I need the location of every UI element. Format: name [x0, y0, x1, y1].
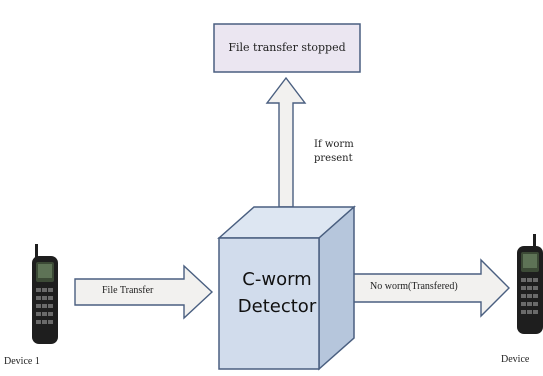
file-transfer-stopped-label: File transfer stopped [228, 41, 346, 54]
c-worm-detector-cube [217, 205, 356, 371]
device-1-phone-icon [32, 244, 58, 344]
detector-label-line2: Detector [237, 296, 317, 317]
file-transfer-arrow [74, 264, 214, 320]
file-transfer-stopped-box [213, 23, 361, 73]
worm-present-arrow [265, 76, 307, 208]
cube-front-face [218, 237, 320, 370]
device-1-label: Device 1 [4, 356, 40, 367]
device-2-phone-icon [517, 234, 543, 334]
present-line: present [314, 153, 353, 164]
file-transfer-label: File Transfer [102, 285, 154, 296]
no-worm-label: No worm(Transfered) [370, 281, 458, 292]
if-worm-present-label: If worm present [314, 138, 364, 166]
detector-label-line1: C-worm [242, 269, 312, 290]
if-worm-line: If worm [314, 139, 354, 150]
no-worm-arrow [352, 258, 510, 318]
device-2-label: Device [501, 354, 530, 365]
detector-label: C-worm Detector [222, 266, 332, 320]
